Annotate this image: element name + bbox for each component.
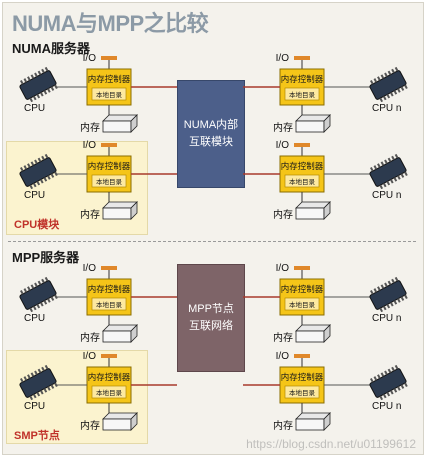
mpp-node-1-io-bar (101, 266, 117, 270)
numa-node-4-memory (295, 207, 325, 220)
mpp-node-2-controller-label: 内存控制器 (281, 284, 324, 294)
mpp-node-3-cpu-chip (19, 364, 58, 401)
numa-node-1-cpu-label: CPU (24, 103, 45, 114)
mpp-node-3-io-bar (101, 354, 117, 358)
numa-node-2-controller-label: 内存控制器 (281, 74, 324, 84)
mpp-node-1-memory-side (130, 324, 138, 343)
mpp-node-4-directory-label: 本地目录 (289, 388, 316, 397)
mpp-node-4-memory (295, 418, 325, 431)
mpp-node-3-directory (91, 385, 127, 399)
numa-node-4-cpu-label: CPU n (372, 190, 401, 201)
numa-node-4-io-bar (294, 143, 310, 147)
numa-node-2-memory-side (323, 114, 331, 133)
mpp-node-4-io-label: I/O (276, 351, 290, 362)
diagram-title: NUMA与MPP之比较 (12, 11, 209, 36)
numa-node-3-io-label: I/O (83, 140, 97, 151)
numa-module-label: CPU模块 (14, 219, 60, 231)
mpp-node-4-controller-label: 内存控制器 (281, 372, 324, 382)
mpp-node-2-cpu-label: CPU n (372, 313, 401, 324)
mpp-hub-line-1: MPP节点 (188, 303, 234, 315)
numa-node-1-memory-label: 内存 (80, 121, 100, 134)
numa-node-2-directory (284, 87, 320, 101)
mpp-node-1-cpu-chip (19, 276, 58, 313)
mpp-module-label: SMP节点 (14, 430, 60, 442)
mpp-node-3-memory-side (130, 412, 138, 431)
numa-node-2-io-label: I/O (276, 53, 290, 64)
mpp-node-1-memory (102, 330, 132, 343)
numa-node-1-memory-side (130, 114, 138, 133)
mpp-node-2-io-label: I/O (276, 263, 290, 274)
mpp-node-2-directory (284, 297, 320, 311)
numa-node-3-cpu-label: CPU (24, 190, 45, 201)
numa-node-4-cpu-chip (369, 153, 408, 190)
numa-node-2-directory-label: 本地目录 (289, 90, 316, 99)
mpp-node-4-memory-side (323, 412, 331, 431)
numa-node-3-memory (102, 207, 132, 220)
mpp-section-title: MPP服务器 (12, 250, 80, 265)
mpp-node-1-controller-label: 内存控制器 (88, 284, 131, 294)
numa-node-2-memory-label: 内存 (273, 121, 293, 134)
mpp-node-3-memory (102, 418, 132, 431)
mpp-node-1-directory-label: 本地目录 (96, 300, 123, 309)
mpp-node-2-io-bar (294, 266, 310, 270)
mpp-node-3-memory-label: 内存 (80, 419, 100, 432)
mpp-node-2-directory-label: 本地目录 (289, 300, 316, 309)
mpp-node-4-cpu-label: CPU n (372, 401, 401, 412)
mpp-node-2-memory (295, 330, 325, 343)
numa-node-1-memory (102, 120, 132, 133)
watermark: https://blog.csdn.net/u01199612 (246, 437, 416, 451)
mpp-node-4-directory (284, 385, 320, 399)
mpp-interconnect: MPP节点 互联网络 (177, 264, 245, 372)
numa-node-1-directory (91, 87, 127, 101)
numa-interconnect: NUMA内部 互联模块 (177, 80, 245, 188)
numa-node-1-io-bar (101, 56, 117, 60)
mpp-node-1-cpu-label: CPU (24, 313, 45, 324)
mpp-node-3-directory-label: 本地目录 (96, 388, 123, 397)
mpp-node-4-memory-label: 内存 (273, 419, 293, 432)
numa-node-2-cpu-label: CPU n (372, 103, 401, 114)
numa-node-3-directory (91, 174, 127, 188)
numa-node-4-controller-label: 内存控制器 (281, 161, 324, 171)
mpp-node-1-directory (91, 297, 127, 311)
numa-node-2-memory (295, 120, 325, 133)
numa-node-4-memory-side (323, 201, 331, 220)
numa-node-3-directory-label: 本地目录 (96, 177, 123, 186)
numa-node-3-controller-label: 内存控制器 (88, 161, 131, 171)
numa-node-2-cpu-chip (369, 66, 408, 103)
mpp-node-1-memory-label: 内存 (80, 331, 100, 344)
numa-node-4-directory-label: 本地目录 (289, 177, 316, 186)
numa-node-3-io-bar (101, 143, 117, 147)
mpp-node-4-cpu-chip (369, 364, 408, 401)
numa-node-1-cpu-chip (19, 66, 58, 103)
mpp-node-3-cpu-label: CPU (24, 401, 45, 412)
numa-node-3-cpu-chip (19, 153, 58, 190)
numa-node-4-io-label: I/O (276, 140, 290, 151)
mpp-hub-line-2: 互联网络 (189, 320, 233, 332)
numa-node-1-io-label: I/O (83, 53, 97, 64)
mpp-node-2-memory-label: 内存 (273, 331, 293, 344)
numa-node-3-memory-side (130, 201, 138, 220)
numa-node-4-memory-label: 内存 (273, 208, 293, 221)
mpp-node-2-cpu-chip (369, 276, 408, 313)
numa-section-title: NUMA服务器 (12, 41, 90, 56)
numa-node-1-directory-label: 本地目录 (96, 90, 123, 99)
numa-node-4-directory (284, 174, 320, 188)
numa-node-2-io-bar (294, 56, 310, 60)
numa-node-1-controller-label: 内存控制器 (88, 74, 131, 84)
mpp-node-2-memory-side (323, 324, 331, 343)
numa-node-3-memory-label: 内存 (80, 208, 100, 221)
numa-hub-line-2: 互联模块 (189, 136, 233, 148)
mpp-node-4-io-bar (294, 354, 310, 358)
numa-hub-line-1: NUMA内部 (183, 119, 239, 131)
mpp-node-3-io-label: I/O (83, 351, 97, 362)
mpp-node-1-io-label: I/O (83, 263, 97, 274)
mpp-node-3-controller-label: 内存控制器 (88, 372, 131, 382)
section-divider (8, 241, 416, 242)
